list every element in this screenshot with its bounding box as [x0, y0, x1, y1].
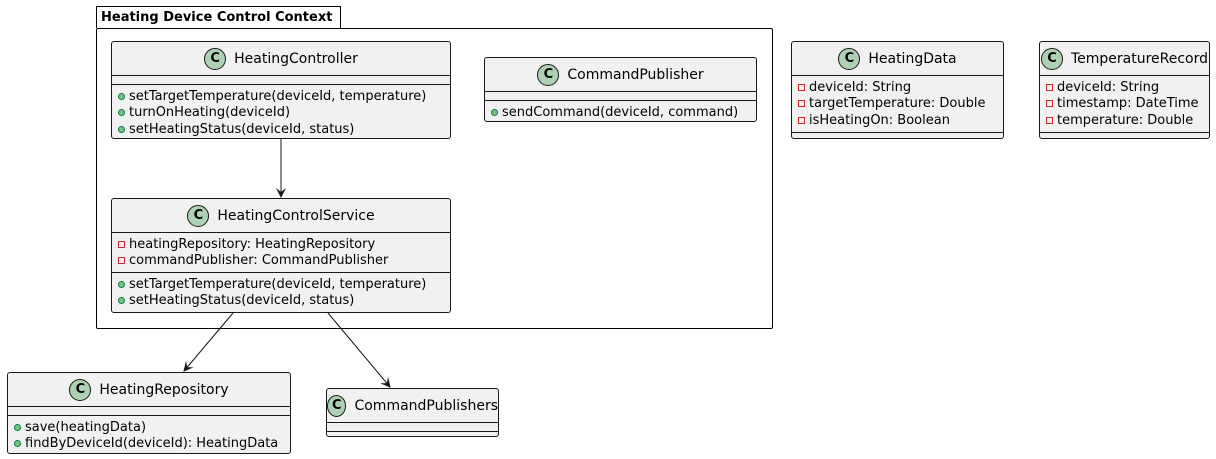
methods-section	[327, 432, 498, 440]
class-heating-controller[interactable]: C HeatingController setTargetTemperature…	[111, 41, 451, 139]
method: turnOnHeating(deviceId)	[118, 105, 450, 122]
class-icon: C	[187, 204, 210, 227]
attribute: temperature: Double	[1046, 112, 1209, 129]
class-temperature-record[interactable]: C TemperatureRecord deviceId: String tim…	[1039, 41, 1210, 139]
class-name: CommandPublishers	[354, 397, 498, 414]
private-icon	[118, 257, 125, 265]
class-icon: C	[1040, 47, 1063, 70]
methods-section: sendCommand(deviceId, command)	[485, 101, 756, 124]
attribute: targetTemperature: Double	[798, 96, 1003, 113]
method: setHeatingStatus(deviceId, status)	[118, 293, 450, 310]
public-icon	[118, 92, 125, 100]
public-icon	[491, 108, 498, 116]
class-icon: C	[537, 63, 560, 86]
class-header: C HeatingControlService	[112, 199, 450, 233]
class-header: C CommandPublishers	[327, 389, 498, 423]
attributes-section: deviceId: String timestamp: DateTime tem…	[1040, 76, 1209, 133]
public-icon	[118, 109, 125, 117]
class-heating-repository[interactable]: C HeatingRepository save(heatingData) fi…	[7, 372, 291, 454]
methods-section	[1040, 133, 1209, 141]
method: setTargetTemperature(deviceId, temperatu…	[118, 88, 450, 105]
class-name: HeatingData	[868, 50, 957, 67]
method: sendCommand(deviceId, command)	[491, 104, 756, 121]
attributes-section	[8, 407, 290, 416]
package-tab: Heating Device Control Context	[96, 6, 342, 28]
class-heating-control-service[interactable]: C HeatingControlService heatingRepositor…	[111, 198, 451, 313]
public-icon	[118, 125, 125, 133]
method: findByDeviceId(deviceId): HeatingData	[14, 436, 290, 453]
method: save(heatingData)	[14, 419, 290, 436]
class-name: HeatingControlService	[217, 207, 375, 224]
private-icon	[798, 100, 805, 108]
public-icon	[118, 297, 125, 305]
class-heating-data[interactable]: C HeatingData deviceId: String targetTem…	[791, 41, 1004, 139]
package-heating-device-control-context	[96, 28, 773, 329]
methods-section	[792, 133, 1003, 141]
class-icon: C	[204, 47, 227, 70]
methods-section: setTargetTemperature(deviceId, temperatu…	[112, 273, 450, 312]
class-name: HeatingController	[234, 50, 358, 67]
private-icon	[1046, 83, 1053, 91]
method: setTargetTemperature(deviceId, temperatu…	[118, 276, 450, 293]
class-header: C TemperatureRecord	[1040, 42, 1209, 76]
class-name: HeatingRepository	[99, 381, 229, 398]
class-icon: C	[69, 378, 92, 401]
methods-section: save(heatingData) findByDeviceId(deviceI…	[8, 416, 290, 455]
attribute: deviceId: String	[1046, 79, 1209, 96]
package-title: Heating Device Control Context	[101, 10, 333, 25]
private-icon	[798, 116, 805, 124]
class-icon: C	[838, 47, 861, 70]
class-header: C HeatingData	[792, 42, 1003, 76]
class-name: TemperatureRecord	[1070, 50, 1209, 67]
methods-section: setTargetTemperature(deviceId, temperatu…	[112, 85, 450, 141]
attribute: deviceId: String	[798, 79, 1003, 96]
attributes-section	[327, 423, 498, 432]
public-icon	[118, 280, 125, 288]
private-icon	[1046, 116, 1053, 124]
class-header: C HeatingRepository	[8, 373, 290, 407]
class-name: CommandPublisher	[567, 66, 704, 83]
attributes-section: deviceId: String targetTemperature: Doub…	[792, 76, 1003, 133]
attribute: commandPublisher: CommandPublisher	[118, 253, 450, 270]
private-icon	[1046, 100, 1053, 108]
public-icon	[14, 423, 21, 431]
class-command-publishers[interactable]: C CommandPublishers	[326, 388, 499, 437]
attribute: timestamp: DateTime	[1046, 96, 1209, 113]
attribute: heatingRepository: HeatingRepository	[118, 236, 450, 253]
class-header: C CommandPublisher	[485, 58, 756, 92]
attributes-section	[112, 76, 450, 85]
private-icon	[118, 240, 125, 248]
attribute: isHeatingOn: Boolean	[798, 112, 1003, 129]
attributes-section: heatingRepository: HeatingRepository com…	[112, 233, 450, 273]
class-command-publisher[interactable]: C CommandPublisher sendCommand(deviceId,…	[484, 57, 757, 122]
public-icon	[14, 440, 21, 448]
method: setHeatingStatus(deviceId, status)	[118, 121, 450, 138]
class-icon: C	[327, 394, 347, 417]
class-header: C HeatingController	[112, 42, 450, 76]
attributes-section	[485, 92, 756, 101]
private-icon	[798, 83, 805, 91]
